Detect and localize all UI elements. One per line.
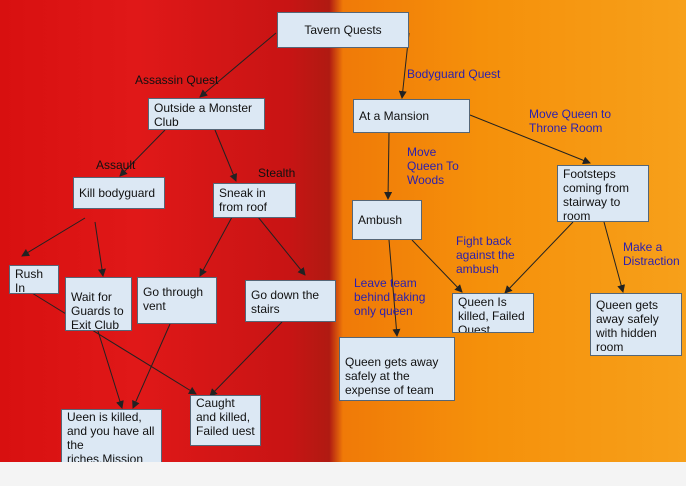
node-ueen-killed-riches: Ueen is killed, and you have all the ric… <box>61 409 162 462</box>
label-assassin-quest: Assassin Quest <box>135 73 219 87</box>
node-queen-away-hidden-room: Queen gets away safely with hidden room <box>590 293 682 356</box>
node-ambush-text: Ambush <box>358 213 403 227</box>
node-at-a-mansion: At a Mansion <box>353 99 470 133</box>
node-queen-away-expense-team-text: Queen gets away safely at the expense of… <box>345 355 439 397</box>
node-outside-monster-club-text: Outside a Monster Club <box>154 101 253 129</box>
node-queen-away-hidden-room-text: Queen gets away safely with hidden room <box>596 298 659 354</box>
edge-ambush-to-leave <box>388 239 401 337</box>
node-queen-away-expense-team: Queen gets away safely at the expense of… <box>339 337 455 401</box>
edge-club-to-sneak <box>214 129 238 182</box>
node-ueen-killed-riches-text: Ueen is killed, and you have all the ric… <box>67 410 155 462</box>
node-ambush: Ambush <box>352 200 422 240</box>
connector-layer <box>21 32 626 409</box>
node-kill-bodyguard-text: Kill bodyguard <box>79 186 156 200</box>
edge-vent-to-riches <box>132 323 171 409</box>
edge-mansion-to-ambush <box>384 132 393 200</box>
node-queen-killed-failed-text: Queen Is killed, Failed Quest <box>458 295 525 333</box>
node-outside-monster-club: Outside a Monster Club <box>148 98 265 130</box>
node-sneak-in-from-roof-text: Sneak in from roof <box>219 186 268 214</box>
edge-footsteps-to-killed <box>504 221 574 294</box>
node-caught-and-killed-text: Caught and killed, Failed uest <box>196 396 255 438</box>
node-go-through-vent: Go through vent <box>137 277 217 324</box>
node-sneak-in-from-roof: Sneak in from roof <box>213 183 296 218</box>
label-make-distraction: Make a Distraction <box>623 240 680 268</box>
node-go-through-vent-text: Go through vent <box>143 285 204 313</box>
edge-footsteps-to-hidden <box>603 221 626 293</box>
node-caught-and-killed: Caught and killed, Failed uest <box>190 395 261 446</box>
label-leave-team: Leave team behind taking only queen <box>354 276 426 318</box>
node-go-down-stairs-text: Go down the stairs <box>251 288 320 316</box>
node-rush-in-text: Rush In <box>15 267 44 294</box>
label-bodyguard-quest: Bodyguard Quest <box>407 67 501 81</box>
label-stealth: Stealth <box>258 166 296 180</box>
label-move-queen-to-throne: Move Queen to Throne Room <box>529 107 612 135</box>
node-rush-in: Rush In <box>9 265 59 294</box>
edge-ambush-to-killed <box>411 239 463 293</box>
node-kill-bodyguard: Kill bodyguard <box>73 177 165 209</box>
edge-rush-to-caught <box>31 292 197 395</box>
node-wait-for-guards: Wait for Guards to Exit Club <box>65 277 132 331</box>
node-footsteps-text: Footsteps coming from stairway to room <box>563 167 630 222</box>
node-tavern-quests-text: Tavern Quests <box>304 23 382 37</box>
edge-sneak-to-vent <box>199 216 233 277</box>
edge-wait-to-riches <box>97 330 124 409</box>
diagram-canvas: Tavern Quests Outside a Monster Club At … <box>0 0 686 462</box>
node-wait-for-guards-text: Wait for Guards to Exit Club <box>71 290 124 331</box>
edge-tavern-to-club <box>199 32 277 98</box>
node-at-a-mansion-text: At a Mansion <box>359 109 430 123</box>
node-tavern-quests: Tavern Quests <box>277 12 409 48</box>
label-fight-back: Fight back against the ambush <box>456 234 515 276</box>
label-move-queen-to-woods: Move Queen To Woods <box>407 145 459 187</box>
edge-kill-to-wait <box>94 221 106 277</box>
edge-kill-to-rush <box>21 217 86 257</box>
label-assault: Assault <box>96 158 136 172</box>
edge-mansion-to-footsteps <box>469 114 591 165</box>
edge-club-to-kill <box>119 129 166 177</box>
node-go-down-stairs: Go down the stairs <box>245 280 336 322</box>
edge-sneak-to-stairs <box>257 216 306 276</box>
edge-stairs-to-caught <box>209 321 283 397</box>
page-footer-strip <box>0 462 686 486</box>
node-footsteps: Footsteps coming from stairway to room <box>557 165 649 222</box>
node-queen-killed-failed: Queen Is killed, Failed Quest <box>452 293 534 333</box>
